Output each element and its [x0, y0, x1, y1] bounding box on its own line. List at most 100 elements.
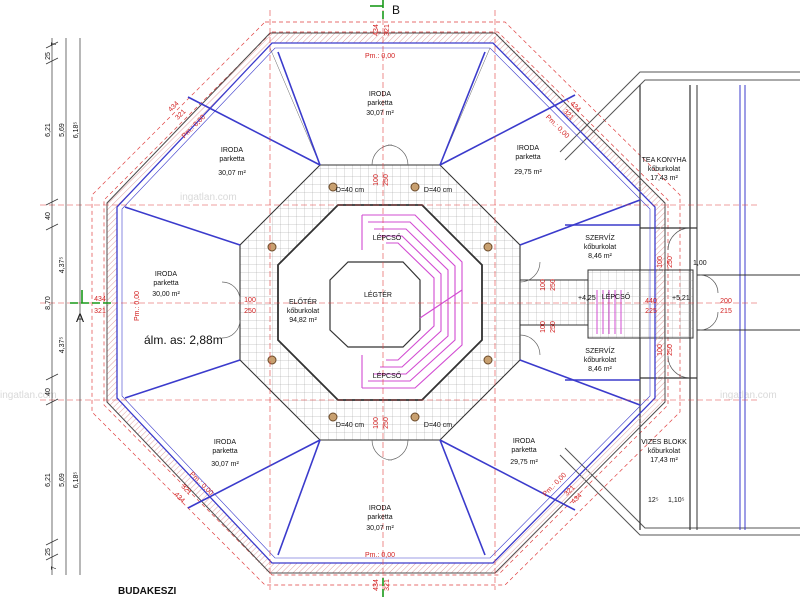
- svg-text:434: 434: [373, 579, 380, 591]
- level-pm-s: Pm.: 0,00: [365, 552, 395, 559]
- room-office-sw: IRODA parketta 30,07 m²: [211, 439, 239, 468]
- room-office-w: IRODA parketta 30,00 m²: [152, 271, 180, 298]
- svg-text:IRODA: IRODA: [221, 147, 244, 154]
- room-wet-block: VIZES BLOKK kőburkolat 17,43 m²: [641, 439, 687, 464]
- annex-dimensions: 1,00 12⁵ 1,10⁵: [648, 260, 707, 504]
- svg-text:VIZES BLOKK: VIZES BLOKK: [641, 439, 687, 446]
- svg-text:parketta: parketta: [515, 154, 540, 161]
- svg-text:321: 321: [384, 579, 391, 591]
- svg-text:250: 250: [550, 321, 557, 333]
- svg-text:321: 321: [94, 308, 106, 315]
- svg-text:100: 100: [657, 256, 664, 268]
- section-mark-b: B: [392, 3, 400, 17]
- level-521: +5,21: [672, 295, 690, 302]
- svg-text:225: 225: [645, 308, 657, 315]
- room-stair-s: LÉPCSŐ: [373, 371, 402, 380]
- watermarks: ingatlan.com ingatlan.com ingatlan.com: [0, 192, 777, 401]
- svg-text:29,75 m²: 29,75 m²: [514, 169, 542, 176]
- svg-text:IRODA: IRODA: [369, 505, 392, 512]
- svg-text:200: 200: [720, 298, 732, 305]
- dim-870: 8,70: [45, 296, 52, 310]
- svg-text:215: 215: [720, 308, 732, 315]
- svg-text:100: 100: [540, 321, 547, 333]
- svg-text:D=40 cm: D=40 cm: [336, 187, 364, 194]
- svg-text:parketta: parketta: [367, 514, 392, 521]
- dim-6185-top: 6,18⁵: [73, 122, 80, 139]
- svg-text:30,07 m²: 30,07 m²: [218, 170, 246, 177]
- level-425: +4,25: [578, 295, 596, 302]
- svg-text:94,82 m²: 94,82 m²: [289, 317, 317, 324]
- svg-text:IRODA: IRODA: [155, 271, 178, 278]
- svg-text:IRODA: IRODA: [369, 91, 392, 98]
- dim-569-bottom: 5,69: [59, 473, 66, 487]
- dim-6185-bottom: 6,18⁵: [73, 472, 80, 489]
- svg-text:kőburkolat: kőburkolat: [584, 244, 616, 251]
- room-stair-n: LÉPCSŐ: [373, 233, 402, 242]
- watermark-center: ingatlan.com: [180, 192, 237, 203]
- ceiling-height-note: álm. as: 2,88m: [144, 333, 223, 347]
- svg-text:IRODA: IRODA: [517, 145, 540, 152]
- svg-text:IRODA: IRODA: [513, 438, 536, 445]
- door-swings: [221, 144, 541, 461]
- stair-outlines: [361, 214, 463, 389]
- dim-569-top: 5,69: [59, 123, 66, 137]
- room-server-s: SZERVÍZ kőburkolat 8,46 m²: [584, 346, 616, 373]
- dim-7-top: 7: [51, 42, 58, 46]
- svg-text:kőburkolat: kőburkolat: [648, 166, 680, 173]
- dim-25-top: 25: [45, 52, 52, 60]
- svg-text:kőburkolat: kőburkolat: [648, 448, 680, 455]
- svg-text:440: 440: [645, 298, 657, 305]
- svg-text:30,07 m²: 30,07 m²: [366, 525, 394, 532]
- level-pm-n: Pm.: 0,00: [365, 53, 395, 60]
- dimension-left-mid: 5,69 4,37⁵ 4,37⁵ 5,69: [59, 123, 66, 487]
- svg-text:ELŐTÉR: ELŐTÉR: [289, 297, 317, 306]
- lobby-tiled-floor: [239, 47, 589, 441]
- svg-text:321: 321: [174, 108, 187, 121]
- watermark-right: ingatlan.com: [720, 390, 777, 401]
- svg-text:SZERVÍZ: SZERVÍZ: [585, 233, 615, 242]
- room-server-n: SZERVÍZ kőburkolat 8,46 m²: [584, 233, 616, 260]
- svg-text:100: 100: [373, 174, 380, 186]
- svg-text:17,43 m²: 17,43 m²: [650, 175, 678, 182]
- svg-text:29,75 m²: 29,75 m²: [510, 459, 538, 466]
- outer-dashed-outline: [91, 21, 681, 586]
- svg-text:434: 434: [373, 24, 380, 36]
- svg-text:30,07 m²: 30,07 m²: [211, 461, 239, 468]
- room-void: LÉGTÉR: [364, 290, 392, 299]
- room-office-ne: IRODA parketta 29,75 m²: [514, 145, 542, 176]
- grid-axes: [40, 10, 760, 590]
- watermark-left: ingatlan.com: [0, 390, 57, 401]
- svg-text:30,07 m²: 30,07 m²: [366, 110, 394, 117]
- dimension-left-outer: 25 6,21 40 8,70 40 6,21 25: [45, 52, 52, 556]
- svg-text:TEA KONYHA: TEA KONYHA: [642, 157, 687, 164]
- svg-text:434: 434: [94, 296, 106, 303]
- column-labels: D=40 cm D=40 cm D=40 cm D=40 cm: [336, 187, 452, 429]
- annex-block: [559, 71, 800, 536]
- room-office-se: IRODA parketta 29,75 m²: [510, 438, 538, 466]
- svg-text:8,46 m²: 8,46 m²: [588, 366, 612, 373]
- svg-text:250: 250: [667, 344, 674, 356]
- svg-text:parketta: parketta: [367, 100, 392, 107]
- svg-text:100: 100: [657, 344, 664, 356]
- dimension-left-inner: 6,18⁵ 6,18⁵ 7 7: [51, 42, 80, 570]
- svg-text:D=40 cm: D=40 cm: [336, 422, 364, 429]
- svg-text:IRODA: IRODA: [214, 439, 237, 446]
- svg-text:1,10⁵: 1,10⁵: [668, 497, 685, 504]
- dim-40-bottom: 40: [45, 388, 52, 396]
- room-office-nw: IRODA parketta 30,07 m²: [218, 147, 246, 177]
- partition-walls: [124, 51, 641, 556]
- dim-7-bottom: 7: [51, 566, 58, 570]
- room-lobby: ELŐTÉR kőburkolat 94,82 m²: [287, 297, 319, 324]
- svg-text:250: 250: [244, 308, 256, 315]
- svg-text:100: 100: [244, 297, 256, 304]
- svg-text:D=40 cm: D=40 cm: [424, 422, 452, 429]
- dim-4375-bottom: 4,37⁵: [59, 337, 66, 354]
- dim-4375-top: 4,37⁵: [59, 257, 66, 274]
- dim-25-bottom: 25: [45, 548, 52, 556]
- section-lines: [70, 0, 384, 597]
- svg-text:parketta: parketta: [219, 156, 244, 163]
- svg-text:434: 434: [172, 491, 185, 504]
- dimension-chains-left: [45, 38, 81, 575]
- svg-text:250: 250: [383, 174, 390, 186]
- svg-text:kőburkolat: kőburkolat: [584, 357, 616, 364]
